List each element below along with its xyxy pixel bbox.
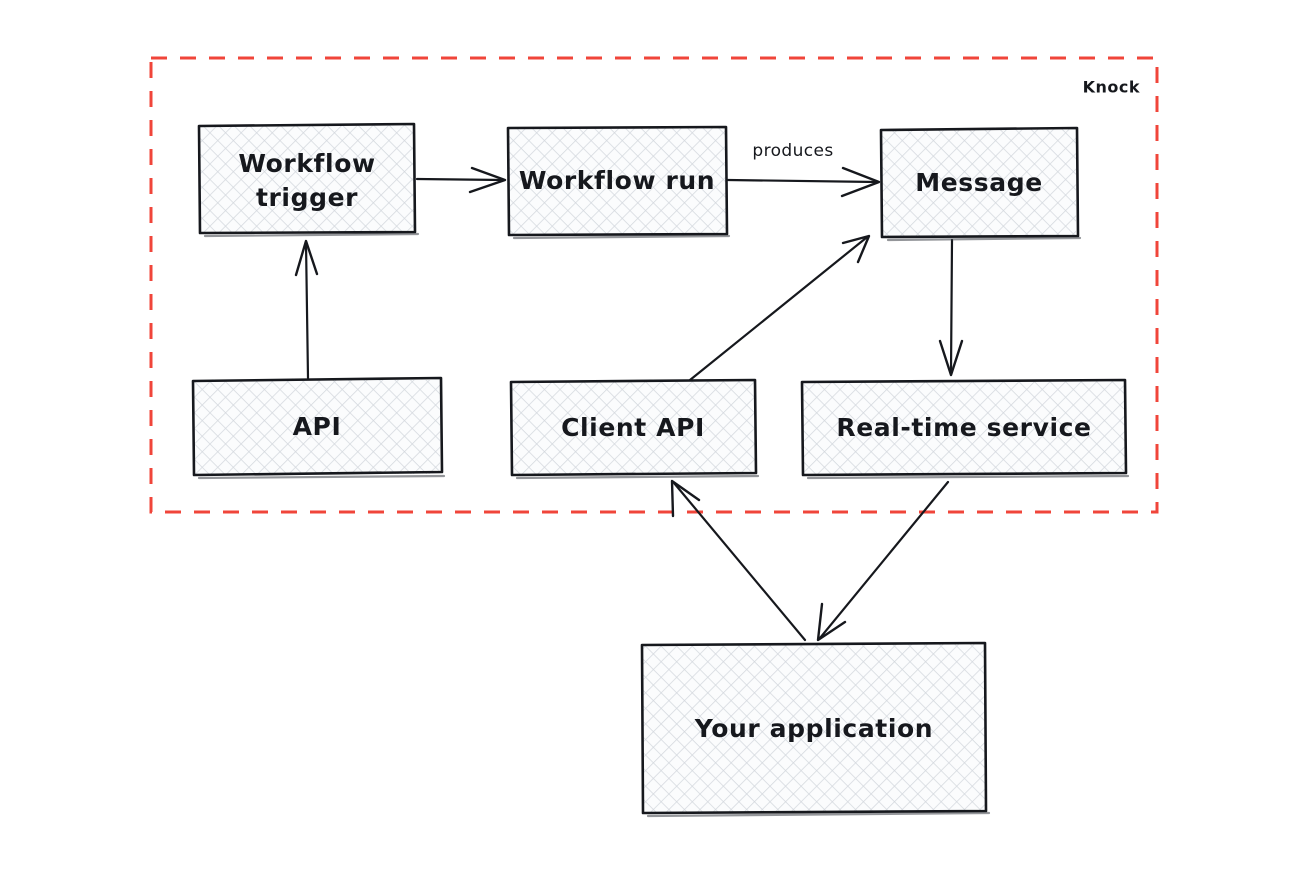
node-label-message: Message: [915, 168, 1043, 197]
node-message[interactable]: Message: [879, 126, 1082, 242]
node-label-api: API: [293, 412, 342, 441]
node-client-api[interactable]: Client API: [509, 378, 760, 480]
node-label-your-application: Your application: [694, 714, 933, 743]
edge-client-api-to-message: [688, 234, 871, 382]
edge-message-to-real-time-service: [938, 238, 964, 377]
boundary-label: Knock: [1083, 78, 1140, 97]
edge-workflow-run-to-message: produces: [726, 141, 881, 198]
node-label-real-time-service: Real-time service: [836, 413, 1091, 442]
node-workflow-trigger[interactable]: Workflow trigger: [197, 122, 420, 238]
edge-real-time-service-to-your-application: [816, 480, 950, 642]
node-real-time-service[interactable]: Real-time service: [800, 378, 1130, 480]
boundary-rect: [149, 56, 1159, 514]
node-api[interactable]: API: [191, 376, 446, 480]
node-your-application[interactable]: Your application: [640, 641, 991, 818]
node-label-client-api: Client API: [561, 413, 705, 442]
edge-label-produces: produces: [752, 141, 833, 161]
knock-boundary: Knock: [149, 56, 1159, 514]
node-workflow-run[interactable]: Workflow run: [506, 125, 731, 240]
node-label-workflow-run: Workflow run: [519, 166, 715, 195]
edge-api-to-workflow-trigger: [294, 239, 319, 380]
edge-your-application-to-client-api: [670, 479, 807, 642]
node-label-workflow-trigger-line1: Workflow: [238, 149, 375, 178]
edge-workflow-trigger-to-workflow-run: [415, 166, 507, 194]
node-label-workflow-trigger-line2: trigger: [256, 183, 358, 212]
